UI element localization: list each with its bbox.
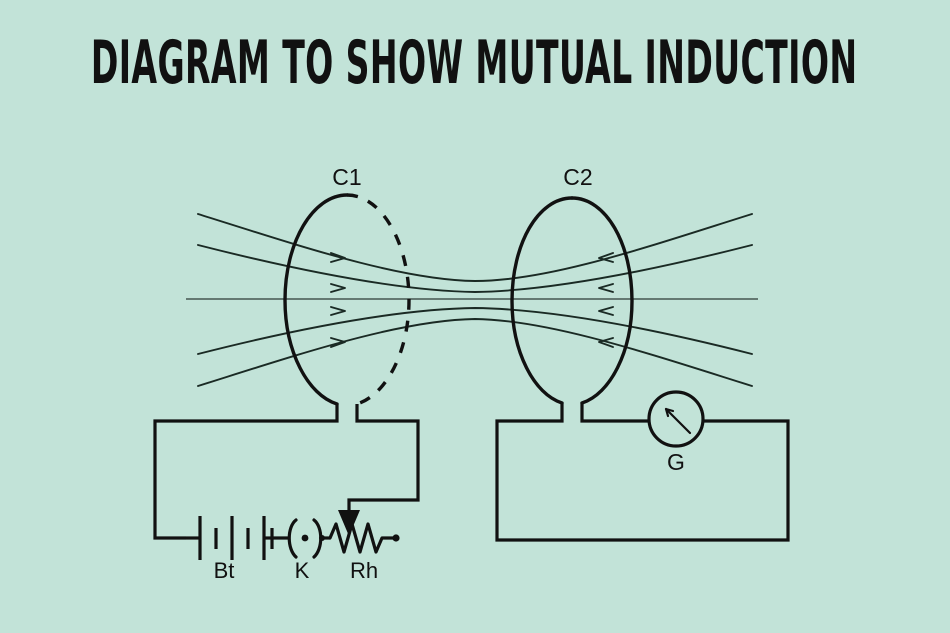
- coil-c2-solid-right: [570, 196, 634, 405]
- galvanometer-needle-arrowhead: [664, 407, 675, 418]
- field-arrow-upper-outer-left: [330, 252, 346, 263]
- rheostat-terminal-dot: [392, 534, 400, 542]
- galvanometer-needle: [664, 407, 692, 435]
- galvanometer-symbol: G: [647, 390, 705, 475]
- galvanometer-body: [647, 390, 705, 448]
- page-title: DIAGRAM TO SHOW MUTUAL INDUCTION: [91, 27, 858, 97]
- wire-c1-right-to-rheostat: [347, 404, 420, 519]
- field-arrow-lower-inner-right: [598, 306, 614, 316]
- field-arrow-lower-inner-left: [330, 306, 346, 316]
- coil-c2-solid-left: [510, 196, 574, 405]
- field-arrow-upper-inner-left: [330, 283, 346, 293]
- primary-circuit-wiring: [153, 404, 420, 540]
- galvanometer-label: G: [667, 449, 685, 475]
- rheostat-label: Rh: [350, 558, 378, 583]
- rheostat-wiper-arrow: [338, 510, 360, 536]
- coil-c1-label: C1: [332, 164, 361, 190]
- coil-c1-dashed-half: [346, 193, 411, 406]
- wire-c2-right-to-galvanometer: [580, 403, 649, 423]
- coil-c1-solid-half: [283, 193, 349, 406]
- coil-c2-label: C2: [563, 164, 592, 190]
- field-arrow-lower-outer-right: [598, 337, 614, 348]
- field-arrow-upper-inner-right: [598, 283, 614, 293]
- coil-c1: C1: [283, 164, 411, 406]
- rheostat-symbol: Rh: [328, 510, 400, 583]
- key-terminal-dot: [319, 535, 325, 541]
- field-line-lower-outer: [197, 318, 753, 387]
- field-arrow-upper-outer-right: [598, 252, 614, 263]
- secondary-circuit-wiring: [495, 403, 790, 542]
- field-line-upper-outer: [197, 213, 753, 282]
- key-arc-left: [287, 518, 298, 559]
- field-line-upper-inner: [197, 244, 753, 293]
- key-contact-dot: [301, 534, 309, 542]
- key-label: K: [295, 558, 310, 583]
- battery-label: Bt: [214, 558, 235, 583]
- rheostat-zigzag: [328, 522, 398, 554]
- magnetic-field-lines: [186, 213, 758, 387]
- wire-c2-loop-to-galvanometer: [495, 403, 790, 542]
- battery-symbol: Bt: [186, 516, 290, 583]
- coil-c2: C2: [510, 164, 634, 405]
- field-arrow-lower-outer-left: [330, 337, 346, 348]
- wire-c1-left-to-battery: [153, 404, 339, 540]
- key-symbol: K: [287, 518, 330, 583]
- field-line-lower-inner: [197, 307, 753, 355]
